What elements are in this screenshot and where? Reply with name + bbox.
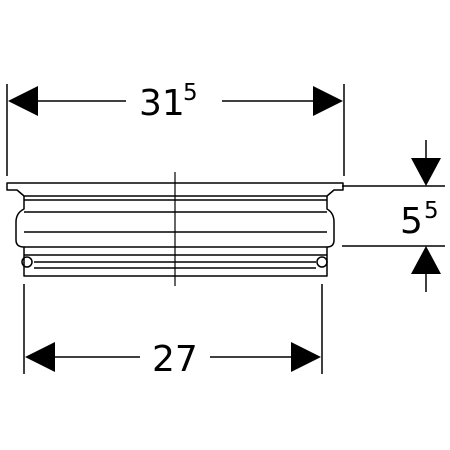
right-seal-ring [316,256,328,268]
height-lower-arrowhead [411,246,441,274]
main-body [15,196,335,255]
bottom-left-arrowhead [25,342,55,372]
top-left-arrowhead [8,86,38,116]
top-width-dimension: 31 5 [6,80,345,176]
bottom-width-dimension: 27 [23,284,323,380]
top-width-superscript: 5 [183,80,198,106]
height-superscript: 5 [424,198,439,224]
bottom-right-arrowhead [291,342,321,372]
top-width-value: 31 [139,83,185,124]
height-value: 5 [400,201,423,242]
height-dimension: 5 5 [342,140,445,292]
height-upper-arrowhead [411,158,441,186]
top-right-arrowhead [313,86,343,116]
bottom-width-value: 27 [152,339,198,380]
left-seal-ring [21,256,33,268]
